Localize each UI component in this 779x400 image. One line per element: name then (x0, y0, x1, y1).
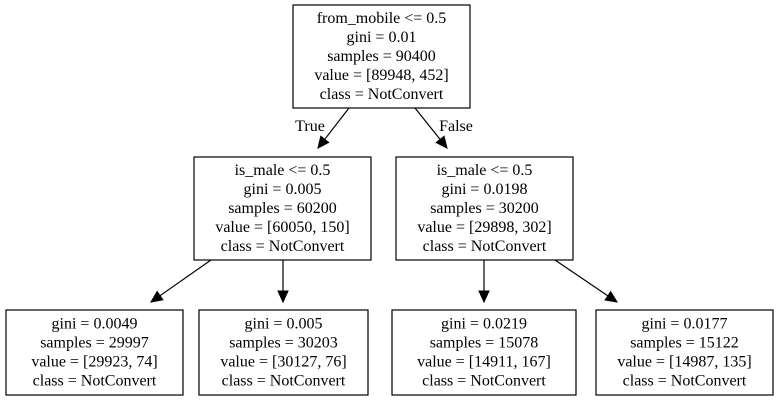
node-line: samples = 30203 (229, 335, 338, 352)
edge-n0-n2: False (414, 107, 473, 149)
arrowhead-icon (150, 290, 164, 303)
edge-line (414, 107, 441, 140)
tree-node-n2: is_male <= 0.5 gini = 0.0198 samples = 302… (395, 156, 574, 261)
arrowhead-icon (277, 290, 289, 304)
tree-node-n4: gini = 0.005 samples = 30203 value = [3012… (198, 309, 369, 396)
node-line: value = [30127, 76] (220, 354, 346, 371)
node-line: class = NotConvert (33, 373, 157, 390)
node-line: gini = 0.0177 (642, 316, 728, 333)
node-line: samples = 29997 (40, 335, 149, 352)
node-line: gini = 0.0219 (441, 316, 527, 333)
node-line: samples = 60200 (228, 200, 337, 217)
node-line: value = [60050, 150] (215, 219, 349, 236)
node-box (395, 156, 574, 261)
node-line: value = [89948, 452] (314, 67, 448, 84)
arrowhead-icon (478, 290, 490, 304)
node-line: samples = 15122 (630, 335, 739, 352)
node-line: value = [29923, 74] (31, 354, 157, 371)
edge-line (159, 259, 212, 297)
node-line: class = NotConvert (423, 238, 547, 255)
edge-n2-n5 (478, 260, 490, 304)
node-line: class = NotConvert (320, 86, 444, 103)
node-line: samples = 30200 (430, 200, 539, 217)
node-box (198, 309, 369, 396)
node-box (595, 309, 774, 396)
tree-node-n1: is_male <= 0.5 gini = 0.005 samples = 6020… (193, 156, 372, 261)
node-line: gini = 0.005 (245, 316, 323, 333)
arrowhead-icon (604, 290, 619, 303)
node-line: samples = 90400 (327, 48, 436, 65)
node-line: value = [29898, 302] (417, 219, 551, 236)
arrowhead-icon (317, 135, 330, 149)
node-box (193, 156, 372, 261)
node-line: class = NotConvert (222, 373, 346, 390)
edge-n2-n6 (554, 259, 619, 303)
node-line: class = NotConvert (221, 238, 345, 255)
node-line: gini = 0.0049 (52, 316, 138, 333)
node-line: is_male <= 0.5 (235, 162, 331, 179)
tree-node-n0: from_mobile <= 0.5 gini = 0.01 samples = 9… (292, 4, 471, 109)
edge-n1-n3 (150, 259, 212, 303)
tree-node-n3: gini = 0.0049 samples = 29997 value = [299… (5, 309, 184, 396)
node-line: gini = 0.005 (244, 181, 322, 198)
tree-node-n5: gini = 0.0219 samples = 15078 value = [149… (391, 309, 577, 396)
edges-layer: True False (150, 107, 619, 304)
arrowhead-icon (435, 135, 448, 149)
node-line: samples = 15078 (430, 335, 539, 352)
edge-label-false: False (439, 118, 473, 135)
edge-n0-n1: True (295, 107, 350, 149)
node-box (292, 4, 471, 109)
tree-node-n6: gini = 0.0177 samples = 15122 value = [149… (595, 309, 774, 396)
node-line: gini = 0.0198 (442, 181, 528, 198)
edge-line (554, 259, 609, 297)
edge-n1-n4 (277, 260, 289, 304)
node-line: class = NotConvert (623, 373, 747, 390)
nodes-layer: from_mobile <= 0.5 gini = 0.01 samples = 9… (5, 4, 774, 396)
edge-line (324, 107, 350, 140)
node-line: value = [14987, 135] (617, 354, 751, 371)
node-line: class = NotConvert (422, 373, 546, 390)
edge-label-true: True (295, 118, 325, 135)
node-line: is_male <= 0.5 (437, 162, 533, 179)
node-box (5, 309, 184, 396)
node-line: gini = 0.01 (347, 29, 417, 46)
node-line: value = [14911, 167] (417, 354, 551, 371)
node-box (391, 309, 577, 396)
node-line: from_mobile <= 0.5 (317, 10, 447, 27)
